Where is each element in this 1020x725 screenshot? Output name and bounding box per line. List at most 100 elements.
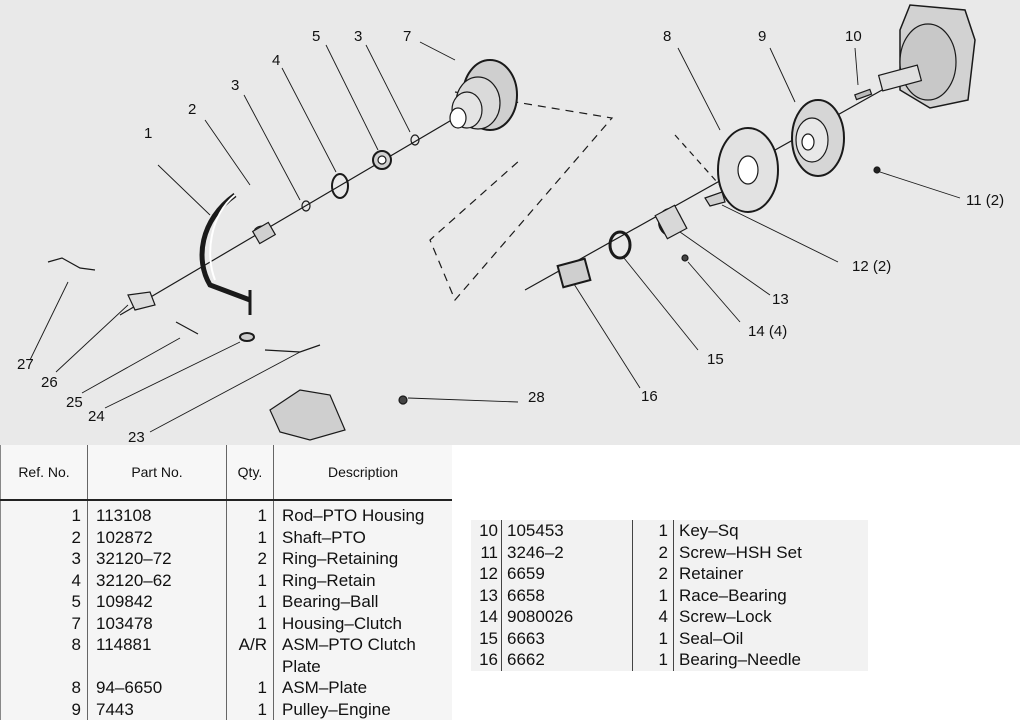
desc-cell: Housing–Clutch bbox=[273, 612, 452, 634]
retain-ring bbox=[331, 173, 349, 199]
retaining-ring-a bbox=[301, 200, 311, 212]
ref-cell: 14 bbox=[471, 606, 502, 628]
ref-cell: 15 bbox=[471, 627, 502, 649]
part-cell: 6659 bbox=[501, 563, 633, 585]
desc-cell: Shaft–PTO bbox=[273, 526, 452, 548]
qty-cell: 1 bbox=[632, 627, 674, 649]
leader-14 bbox=[687, 261, 741, 323]
qty-cell: 2 bbox=[632, 541, 674, 563]
table-row: 2 102872 1 Shaft–PTO bbox=[0, 526, 452, 548]
header-description: Description bbox=[273, 445, 452, 501]
leader-8 bbox=[677, 47, 721, 131]
ref-cell: 8 bbox=[0, 677, 88, 699]
leader-3b bbox=[365, 44, 411, 133]
leader-11 bbox=[879, 171, 961, 199]
engine-pulley-bore bbox=[801, 133, 815, 151]
callout-23: 23 bbox=[128, 429, 145, 446]
table-row: Plate bbox=[0, 655, 452, 677]
leader-16 bbox=[573, 283, 641, 389]
shaft-axis-line bbox=[119, 117, 456, 316]
callout-27: 27 bbox=[17, 356, 34, 373]
ref-cell: 11 bbox=[471, 541, 502, 563]
leader-1 bbox=[157, 164, 211, 216]
leader-13 bbox=[679, 231, 771, 296]
qty-cell: 1 bbox=[226, 526, 274, 548]
table-row: 10 105453 1 Key–Sq bbox=[471, 520, 868, 542]
part-cell: 113108 bbox=[87, 500, 227, 527]
callout-15: 15 bbox=[707, 351, 724, 368]
leader-24 bbox=[104, 341, 241, 409]
retaining-ring-b bbox=[410, 134, 420, 146]
table-row: 9 7443 1 Pulley–Engine bbox=[0, 698, 452, 720]
desc-cell: Seal–Oil bbox=[679, 628, 744, 648]
leader-4 bbox=[281, 67, 337, 173]
square-key bbox=[854, 88, 873, 101]
qty-cell: 1 bbox=[226, 698, 274, 720]
part-cell: 9080026 bbox=[501, 606, 633, 628]
ref-cell: 9 bbox=[0, 698, 88, 720]
table-row: 13 6658 1 Race–Bearing bbox=[471, 584, 868, 606]
callout-1: 1 bbox=[144, 125, 153, 142]
header-qty: Qty. bbox=[226, 445, 274, 501]
qty-cell: 1 bbox=[632, 520, 674, 542]
ref-cell: 3 bbox=[0, 548, 88, 570]
ref-cell: 5 bbox=[0, 591, 88, 613]
qty-cell: 1 bbox=[226, 500, 274, 527]
part-cell: 102872 bbox=[87, 526, 227, 548]
callout-3b: 3 bbox=[354, 28, 363, 45]
pin bbox=[175, 321, 199, 335]
ball-bearing-bore bbox=[377, 155, 387, 165]
leader-28 bbox=[407, 397, 519, 403]
part-cell: 109842 bbox=[87, 591, 227, 613]
clutch-housing-bore bbox=[449, 107, 467, 129]
callout-5: 5 bbox=[312, 28, 321, 45]
callout-14: 14 (4) bbox=[748, 323, 788, 340]
part-cell: 114881 bbox=[87, 634, 227, 656]
qty-cell: 1 bbox=[226, 677, 274, 699]
desc-cell: Ring–Retain bbox=[273, 569, 452, 591]
parts-table-right: 10 105453 1 Key–Sq 11 3246–2 2 Screw–HSH… bbox=[471, 520, 868, 671]
qty-cell bbox=[226, 655, 274, 677]
desc-cell: ASM–PTO Clutch bbox=[273, 634, 452, 656]
desc-cell: Key–Sq bbox=[679, 521, 739, 540]
retainer bbox=[704, 191, 726, 207]
qty-cell: A/R bbox=[226, 634, 274, 656]
callout-7: 7 bbox=[403, 28, 412, 45]
desc-cell: Rod–PTO Housing bbox=[273, 500, 452, 527]
pto-housing-rod-highlight bbox=[209, 194, 236, 281]
table-row: 15 6663 1 Seal–Oil bbox=[471, 627, 868, 649]
leader-15 bbox=[623, 257, 699, 351]
part-cell: 6658 bbox=[501, 584, 633, 606]
leader-10 bbox=[854, 47, 859, 86]
oil-seal bbox=[608, 230, 632, 260]
callout-24: 24 bbox=[88, 408, 105, 425]
desc-cell: Bearing–Needle bbox=[679, 650, 801, 669]
table-row: 16 6662 1 Bearing–Needle bbox=[471, 649, 868, 671]
ref-cell: 7 bbox=[0, 612, 88, 634]
washer bbox=[239, 332, 255, 342]
table-row: 1 113108 1 Rod–PTO Housing bbox=[0, 500, 452, 527]
ref-cell: 10 bbox=[471, 520, 502, 542]
callout-28: 28 bbox=[528, 389, 545, 406]
callout-26: 26 bbox=[41, 374, 58, 391]
parts-table-left: Ref. No. Part No. Qty. Description 1 113… bbox=[0, 445, 452, 720]
bracket-clip bbox=[127, 291, 156, 311]
leader-25 bbox=[81, 337, 181, 394]
ref-cell: 8 bbox=[0, 634, 88, 656]
callout-16: 16 bbox=[641, 388, 658, 405]
diagram-artwork bbox=[29, 4, 976, 441]
ref-cell: 1 bbox=[0, 500, 88, 527]
desc-cell: Pulley–Engine bbox=[273, 698, 452, 720]
callout-12: 12 (2) bbox=[852, 258, 892, 275]
table-header-row: Ref. No. Part No. Qty. Description bbox=[0, 445, 452, 501]
desc-cell: Bearing–Ball bbox=[273, 591, 452, 613]
crankshaft bbox=[877, 64, 923, 92]
ref-cell: 16 bbox=[471, 649, 502, 671]
part-cell: 6663 bbox=[501, 627, 633, 649]
part-cell: 7443 bbox=[87, 698, 227, 720]
table-row: 11 3246–2 2 Screw–HSH Set bbox=[471, 541, 868, 563]
needle-bearing bbox=[556, 257, 592, 289]
ref-cell: 12 bbox=[471, 563, 502, 585]
qty-cell: 2 bbox=[632, 563, 674, 585]
part-cell: 94–6650 bbox=[87, 677, 227, 699]
